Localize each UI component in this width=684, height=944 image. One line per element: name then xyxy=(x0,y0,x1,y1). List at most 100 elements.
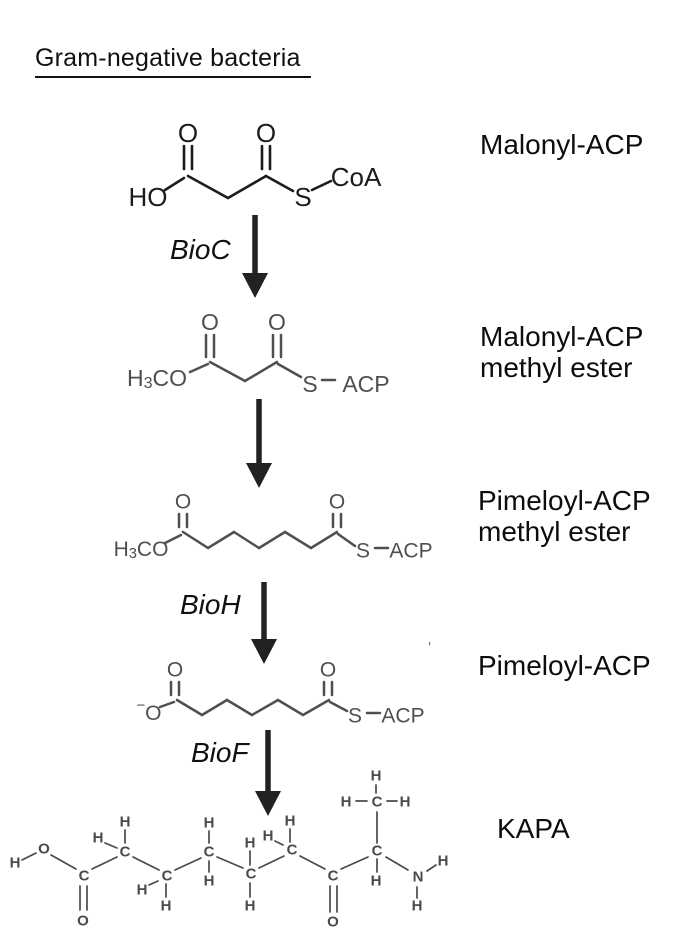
atom-label: H xyxy=(285,813,296,830)
atom-label: O xyxy=(320,659,336,682)
bond xyxy=(91,856,118,870)
atom-label: C xyxy=(287,842,298,859)
compound-label-line: Malonyl-ACP xyxy=(480,129,644,160)
bond xyxy=(206,530,236,550)
arrow-head xyxy=(246,463,272,488)
bond xyxy=(301,698,331,717)
page-title: Gram-negative bacteria xyxy=(35,44,311,78)
atom-label: H xyxy=(245,898,256,915)
bond xyxy=(250,698,280,717)
atom-label: H xyxy=(438,853,449,870)
enzyme-label-bioc: BioC xyxy=(170,234,231,265)
atom-label: S xyxy=(302,371,317,397)
atom-label: C xyxy=(328,868,339,885)
atom-label: N xyxy=(413,869,424,886)
bond xyxy=(104,842,118,849)
atom-label: H xyxy=(10,855,21,872)
bond xyxy=(132,856,160,871)
atom-label: O xyxy=(256,118,276,148)
atom-label: ACP xyxy=(381,705,424,728)
atom-label: ACP xyxy=(389,540,432,563)
arrow-head xyxy=(242,273,268,298)
bond xyxy=(158,700,176,709)
atom-label: O xyxy=(77,913,89,930)
bond xyxy=(385,856,409,871)
bond xyxy=(283,530,313,550)
bond xyxy=(264,174,295,193)
atom-label: H xyxy=(93,830,104,847)
atom-label: H3CO xyxy=(127,365,187,392)
enzyme-label-biof: BioF xyxy=(191,737,249,768)
atom-label: H xyxy=(263,828,274,845)
compound-label-line: Malonyl-ACP xyxy=(480,321,644,352)
atom-label: O xyxy=(329,491,345,514)
compound-label-pimeloyl-acp: Pimeloyl-ACP xyxy=(478,650,651,681)
bond xyxy=(225,698,254,717)
atom-label: H xyxy=(371,873,382,890)
compound-label-line: Pimeloyl-ACP xyxy=(478,650,651,681)
atom-label: H3CO xyxy=(114,538,169,563)
atom-label: HO xyxy=(129,182,168,212)
atom-label: −O xyxy=(137,698,162,725)
bond xyxy=(299,855,326,870)
stray-mark: ' xyxy=(428,640,432,657)
reaction-arrow-step2 xyxy=(246,399,272,488)
atom-label: C xyxy=(246,866,257,883)
bond xyxy=(186,174,230,200)
reaction-arrow-bioh xyxy=(251,582,277,664)
bond xyxy=(257,530,287,550)
enzyme-label-bioh: BioH xyxy=(180,589,241,620)
bond xyxy=(148,880,159,886)
atom-label: C xyxy=(204,844,215,861)
compound-label-malonyl-acp: Malonyl-ACP xyxy=(480,129,643,160)
bond xyxy=(426,864,437,872)
bond xyxy=(216,856,244,869)
compound-label-line: KAPA xyxy=(497,813,570,844)
atom-label: C xyxy=(162,868,173,885)
compound-label-line: methyl ester xyxy=(480,352,633,383)
atom-label: O xyxy=(38,841,50,858)
bond xyxy=(226,174,268,200)
atom-label: H xyxy=(137,882,148,899)
compound-label-line: Pimeloyl-ACP xyxy=(478,485,651,516)
atom-label: ACP xyxy=(342,371,389,397)
atom-label: H xyxy=(204,815,215,832)
bond xyxy=(336,532,357,548)
bond xyxy=(309,530,339,550)
atom-label: C xyxy=(120,844,131,861)
bond xyxy=(181,530,210,550)
bond xyxy=(276,362,303,379)
atom-label: CoA xyxy=(331,162,382,192)
bond xyxy=(232,530,261,550)
bond xyxy=(163,176,186,192)
atom-label: H xyxy=(400,794,411,811)
reaction-arrow-bioc xyxy=(242,215,268,298)
bond xyxy=(274,840,284,846)
atom-label: S xyxy=(294,182,311,212)
bond xyxy=(258,855,285,869)
atom-label: H xyxy=(371,768,382,785)
compound-label-line: methyl ester xyxy=(478,516,631,547)
bond xyxy=(328,700,349,713)
bond xyxy=(188,362,210,374)
atom-label: O xyxy=(178,118,198,148)
atom-label: H xyxy=(245,835,256,852)
atom-label: O xyxy=(268,309,286,335)
atom-label: H xyxy=(161,898,172,915)
atom-label: O xyxy=(327,914,339,931)
atom-label: C xyxy=(79,868,90,885)
compound-label-kapa: KAPA xyxy=(497,813,570,844)
bond xyxy=(243,360,279,383)
atom-label: H xyxy=(412,898,423,915)
bond xyxy=(340,856,369,870)
atom-label: C xyxy=(372,794,383,811)
atom-label: H xyxy=(120,814,131,831)
atom-label: C xyxy=(372,843,383,860)
bond xyxy=(50,854,77,870)
atom-label: S xyxy=(356,540,370,563)
